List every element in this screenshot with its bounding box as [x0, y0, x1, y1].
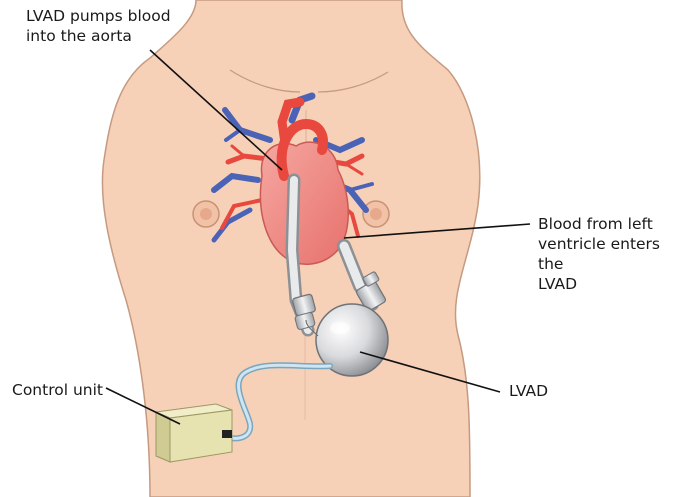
right-nipple: [363, 201, 389, 227]
label-blood-from-left-ventricle: Blood from left ventricle enters the LVA…: [538, 214, 679, 294]
label-lvad-pumps-blood-into-aorta: LVAD pumps blood into the aorta: [26, 6, 171, 46]
left-nipple: [193, 201, 219, 227]
label-lvad: LVAD: [509, 381, 548, 401]
heart: [260, 142, 348, 264]
label-control-unit: Control unit: [12, 380, 103, 400]
control-unit: [156, 404, 232, 462]
